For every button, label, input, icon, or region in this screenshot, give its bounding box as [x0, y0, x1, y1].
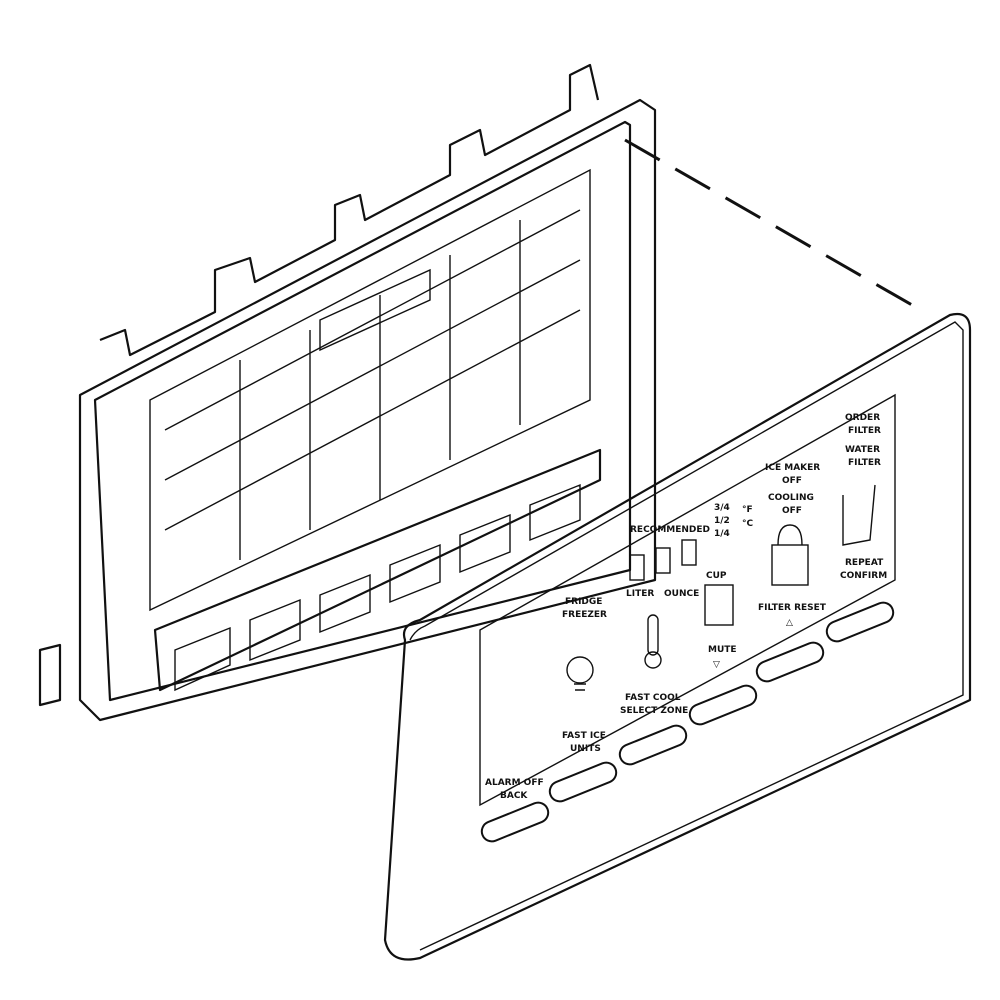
button-filter-reset[interactable]	[754, 640, 826, 685]
label-mute: MUTE	[708, 645, 737, 655]
button-alarm-off[interactable]	[479, 800, 551, 845]
label-freezer: FREEZER	[562, 610, 607, 620]
label-fridge: FRIDGE	[565, 597, 602, 607]
label-confirm: CONFIRM	[840, 571, 887, 581]
label-units: UNITS	[570, 744, 601, 754]
label-1-4: 1/4	[714, 529, 730, 539]
control-panel-overlay	[383, 312, 972, 961]
lock-icon	[771, 524, 809, 586]
button-repeat-confirm[interactable]	[824, 600, 896, 645]
label-order-filter: FILTER	[848, 426, 881, 436]
label-fast-ice: FAST ICE	[562, 731, 606, 741]
label-3-4: 3/4	[714, 503, 730, 513]
thermometer-icon	[644, 614, 662, 669]
water-glass-icon	[842, 484, 876, 546]
label-ice-maker-off: OFF	[782, 476, 802, 486]
label-filter-reset: FILTER RESET	[758, 603, 827, 613]
label-liter: LITER	[626, 589, 654, 599]
label-order: ORDER	[845, 413, 880, 423]
label-cooling-off: OFF	[782, 506, 802, 516]
label-water-filter: FILTER	[848, 458, 881, 468]
light-bulb-icon	[566, 656, 594, 691]
button-mute[interactable]	[687, 683, 759, 728]
digit-display	[629, 539, 697, 581]
label-alarm-off: ALARM OFF	[485, 778, 544, 788]
list-icon	[704, 584, 734, 626]
label-deg-c: °C	[742, 519, 754, 529]
label-recommended: RECOMMENDED	[630, 525, 710, 535]
triangle-down-icon: ▽	[713, 660, 720, 670]
button-fast-ice[interactable]	[547, 760, 619, 805]
control-housing	[38, 63, 657, 722]
triangle-up-icon: △	[786, 618, 793, 628]
button-fast-cool[interactable]	[617, 723, 689, 768]
label-ounce: OUNCE	[664, 589, 699, 599]
assembly-leader-line	[624, 138, 913, 307]
label-fast-cool: FAST COOL	[625, 693, 681, 703]
label-select-zone: SELECT ZONE	[620, 706, 688, 716]
label-back: BACK	[500, 791, 528, 801]
label-water: WATER	[845, 445, 880, 455]
label-1-2: 1/2	[714, 516, 730, 526]
label-repeat: REPEAT	[845, 558, 884, 568]
panel-buttons	[479, 600, 896, 845]
label-cooling: COOLING	[768, 493, 814, 503]
label-deg-f: °F	[742, 505, 753, 515]
label-ice-maker: ICE MAKER	[765, 463, 820, 473]
label-cup: CUP	[706, 571, 727, 581]
